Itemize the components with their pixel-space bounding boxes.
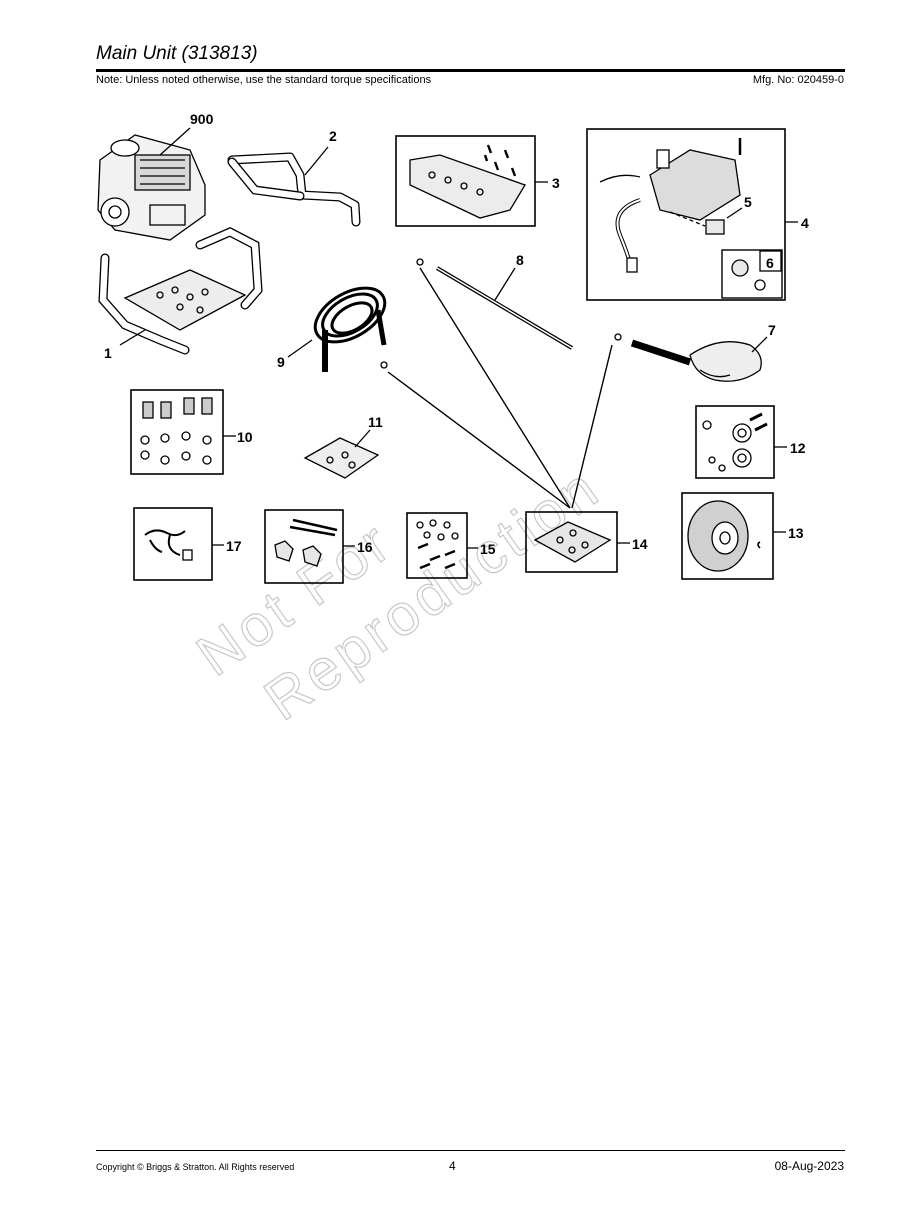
hose-part[interactable] <box>287 277 394 372</box>
footer-date: 08-Aug-2023 <box>774 1159 844 1173</box>
callout-11: 11 <box>368 414 383 430</box>
plate-part[interactable] <box>525 511 630 573</box>
callout-15: 15 <box>480 541 496 557</box>
copyright: Copyright © Briggs & Stratton. All Right… <box>96 1162 295 1172</box>
torque-note: Note: Unless noted otherwise, use the st… <box>96 74 432 86</box>
shroud-part[interactable] <box>395 135 548 227</box>
knobs-part[interactable] <box>264 509 355 584</box>
fasteners-part[interactable] <box>406 512 478 579</box>
bracket-part[interactable] <box>133 507 224 581</box>
callout-7: 7 <box>768 322 776 338</box>
callout-1: 1 <box>104 345 112 361</box>
callout-9: 9 <box>277 354 285 370</box>
callout-900: 900 <box>190 111 214 127</box>
engine-part[interactable] <box>97 127 206 241</box>
mounts-part[interactable] <box>130 389 236 475</box>
callout-16: 16 <box>357 539 373 555</box>
callout-13: 13 <box>788 525 804 541</box>
callout-8: 8 <box>516 252 524 268</box>
callout-14: 14 <box>632 536 648 552</box>
callout-17: 17 <box>226 538 242 554</box>
pump-part[interactable] <box>586 128 798 301</box>
callout-12: 12 <box>790 440 806 456</box>
callout-6: 6 <box>766 255 774 271</box>
bearings-part[interactable] <box>695 405 787 479</box>
page-title: Main Unit (313813) <box>96 43 258 64</box>
footer-rule <box>96 1150 845 1151</box>
callout-4: 4 <box>801 215 809 231</box>
callout-5: 5 <box>744 194 752 210</box>
callout-2: 2 <box>329 128 337 144</box>
handle-part[interactable] <box>227 146 361 227</box>
spray-gun-part[interactable] <box>614 333 768 382</box>
leader-lines <box>387 267 613 509</box>
title-rule <box>96 69 845 72</box>
wand-part[interactable] <box>416 258 574 350</box>
page-number: 4 <box>449 1159 456 1173</box>
wheel-part[interactable] <box>681 492 786 580</box>
callout-3: 3 <box>552 175 560 191</box>
callout-10: 10 <box>237 429 253 445</box>
hardware-bag-part[interactable] <box>303 429 380 479</box>
mfg-number: Mfg. No: 020459-0 <box>752 74 844 86</box>
frame-part[interactable] <box>98 227 263 355</box>
